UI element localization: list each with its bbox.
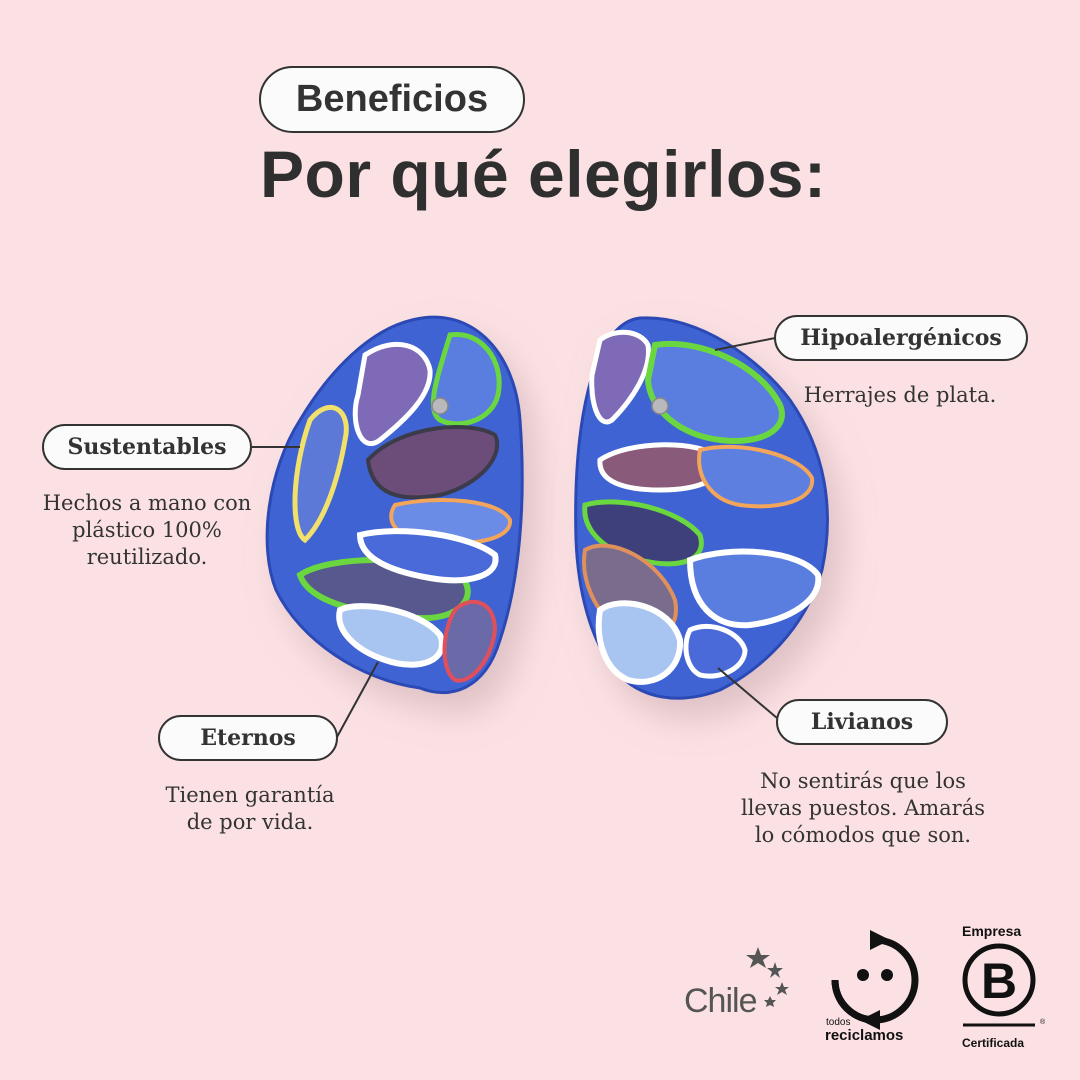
benefit-title-eternos: Eternos bbox=[158, 715, 338, 761]
chile-logo-text: Chile bbox=[684, 982, 757, 1020]
bcorp-bottom-text: Certificada bbox=[962, 1036, 1025, 1050]
svg-text:B: B bbox=[981, 953, 1017, 1009]
left-earring bbox=[265, 315, 524, 695]
section-tag: Beneficios bbox=[259, 66, 525, 133]
page-title: Por qué elegirlos: bbox=[260, 137, 827, 211]
benefit-desc-livianos: No sentirás que los llevas puestos. Amar… bbox=[740, 769, 985, 847]
svg-text:®: ® bbox=[1040, 1018, 1046, 1026]
reciclamos-logo-icon bbox=[831, 930, 919, 1030]
benefit-desc-eternos: Tienen garantía de por vida. bbox=[165, 783, 335, 834]
bcorp-top-text: Empresa bbox=[962, 923, 1022, 939]
chile-stars-icon bbox=[746, 947, 789, 1007]
reciclamos-small-text: todos bbox=[826, 1017, 851, 1028]
connector-hipoalergenicos bbox=[714, 337, 776, 351]
right-earring bbox=[574, 316, 829, 700]
benefit-title-livianos: Livianos bbox=[776, 699, 948, 745]
connector-livianos bbox=[717, 667, 778, 719]
benefit-title-sustentables: Sustentables bbox=[42, 424, 252, 470]
benefit-title-hipoalergenicos: Hipoalergénicos bbox=[774, 315, 1028, 361]
benefit-desc-sustentables: Hechos a mano con plástico 100% reutiliz… bbox=[42, 491, 252, 569]
bcorp-logo-icon: B ® bbox=[962, 943, 1046, 1027]
benefit-desc-hipoalergenicos: Herrajes de plata. bbox=[803, 383, 997, 407]
connector-eternos bbox=[336, 661, 379, 738]
reciclamos-text: reciclamos bbox=[825, 1027, 904, 1044]
